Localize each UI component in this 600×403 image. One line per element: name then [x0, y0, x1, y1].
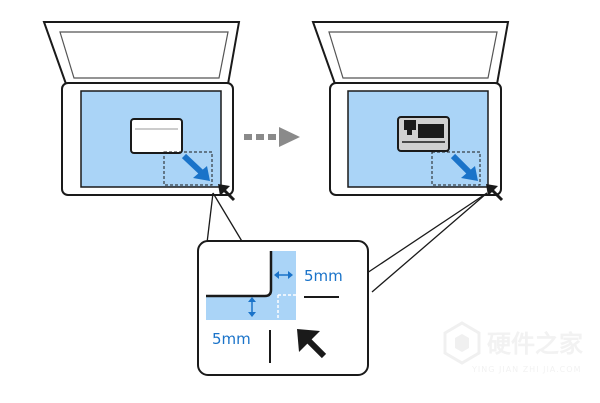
glass-edge — [206, 251, 273, 298]
zoom-callout: 5mm 5mm — [197, 240, 369, 376]
margin-arrow-vertical — [248, 297, 256, 317]
watermark-title: 硬件之家 — [487, 330, 583, 358]
watermark: 硬件之家 YING JIAN ZHI JIA.COM — [443, 321, 583, 374]
placement-area-right — [431, 151, 481, 186]
card-back — [397, 116, 450, 152]
card-front — [130, 118, 183, 154]
move-arrow-left — [181, 153, 210, 181]
placement-area-left — [163, 151, 213, 186]
scanner-right — [311, 21, 510, 202]
corner-mark-left — [218, 184, 236, 202]
next-step-arrow — [244, 127, 300, 147]
left-margin-label: 5mm — [212, 330, 251, 348]
scanner-left — [42, 21, 241, 202]
top-margin-label: 5mm — [304, 267, 343, 285]
margin-band — [206, 251, 296, 320]
move-arrow-right — [450, 153, 478, 181]
corner-arrow-icon — [297, 329, 327, 359]
corner-mark-right — [486, 184, 504, 202]
watermark-subtitle: YING JIAN ZHI JIA.COM — [471, 365, 581, 374]
margin-arrow-horizontal — [274, 271, 293, 279]
callout-lines — [206, 192, 488, 293]
watermark-logo-icon — [443, 321, 481, 365]
